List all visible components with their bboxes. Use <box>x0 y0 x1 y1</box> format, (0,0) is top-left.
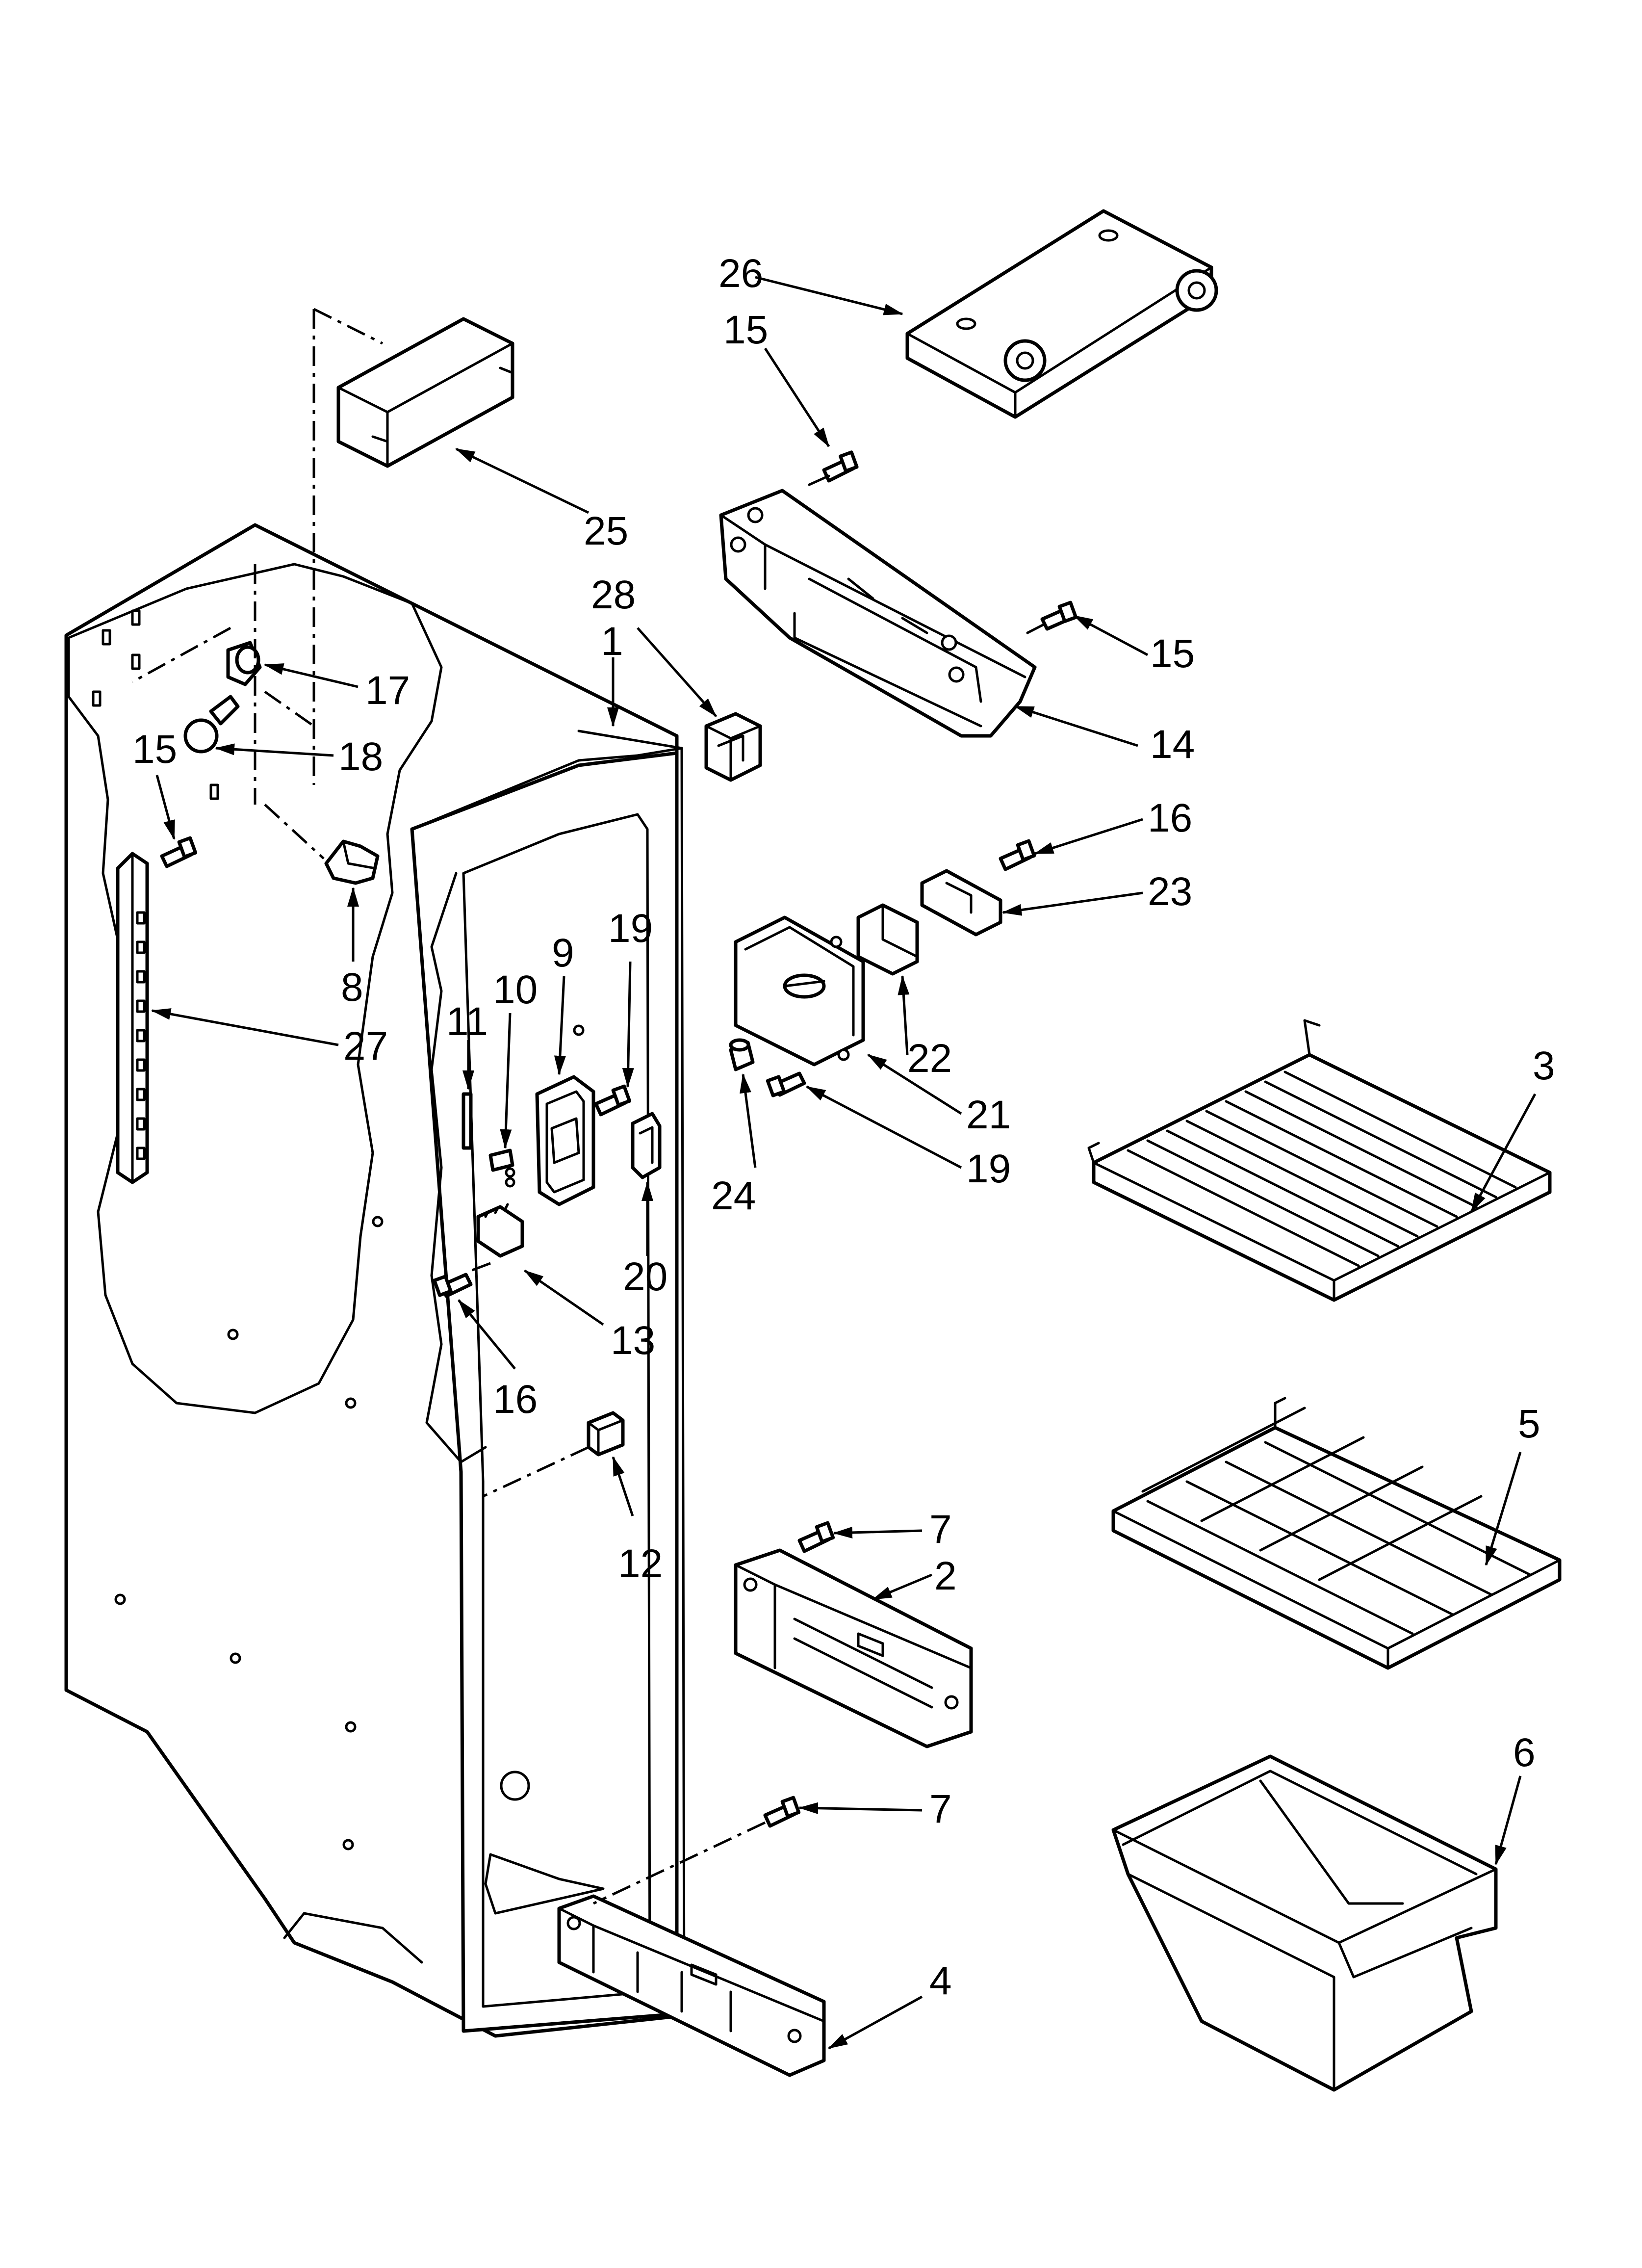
switch-part-12 <box>482 1411 625 1498</box>
part-20 <box>631 1112 662 1179</box>
callout-1: 1 <box>601 619 623 664</box>
callout-15-left: 15 <box>132 727 177 772</box>
light-socket-part-17 <box>131 626 315 728</box>
callout-3: 3 <box>1533 1043 1555 1088</box>
screw-part-15-right <box>1026 600 1078 634</box>
callout-labels: 26 15 25 28 1 15 14 16 23 17 18 15 8 27 … <box>132 251 1555 2003</box>
callout-7-lower: 7 <box>929 1787 952 1831</box>
knob-part-24 <box>729 1038 755 1071</box>
control-housing-part-21 <box>734 915 865 1067</box>
cabinet-liner <box>64 523 686 2038</box>
bracket-part-8 <box>254 564 380 885</box>
part-11 <box>462 1092 473 1150</box>
screw-part-19-left <box>594 1084 632 1117</box>
callout-16-left: 16 <box>493 1377 538 1422</box>
control-housing-part-14 <box>719 489 1037 738</box>
callout-21: 21 <box>966 1093 1011 1137</box>
screw-part-15-top <box>808 450 859 486</box>
shelf-part-3 <box>1087 1019 1552 1302</box>
callout-26: 26 <box>718 251 763 296</box>
control-panel-part-9 <box>535 1075 595 1206</box>
screw-part-7-lower <box>592 1796 801 1905</box>
bracket-part-22 <box>856 903 919 976</box>
light-bulb-part-18 <box>183 695 240 754</box>
callout-15-right: 15 <box>1150 631 1195 676</box>
screw-part-7-upper <box>797 1521 835 1553</box>
callout-18: 18 <box>338 734 383 779</box>
rail-part-4 <box>557 1894 826 2077</box>
callout-2: 2 <box>934 1554 957 1598</box>
callout-5: 5 <box>1518 1402 1540 1446</box>
callout-19-left: 19 <box>608 906 653 951</box>
callout-8: 8 <box>341 965 363 1010</box>
callout-9: 9 <box>552 931 574 975</box>
callout-7-upper: 7 <box>929 1507 952 1552</box>
screw-part-19-right <box>766 1071 806 1097</box>
callout-14: 14 <box>1150 722 1195 767</box>
callout-13: 13 <box>611 1318 655 1363</box>
screw-part-15-left <box>160 836 198 868</box>
shelf-part-5 <box>1111 1397 1562 1670</box>
callout-24: 24 <box>711 1173 756 1218</box>
callout-25: 25 <box>584 509 628 553</box>
callout-15-top: 15 <box>723 308 768 352</box>
callout-4: 4 <box>929 1958 952 2003</box>
part-10 <box>488 1148 515 1188</box>
callout-19-right: 19 <box>966 1147 1011 1191</box>
rail-part-2 <box>734 1548 973 1748</box>
callout-22: 22 <box>907 1036 952 1081</box>
screw-part-16-left <box>433 1273 473 1298</box>
hinge-cover-part-26 <box>905 209 1218 419</box>
callout-11: 11 <box>446 999 488 1044</box>
shelf-ladder-part-27 <box>116 852 149 1184</box>
leader-lines <box>151 276 1537 2050</box>
callout-6: 6 <box>1513 1730 1536 1775</box>
callout-16-right: 16 <box>1148 796 1192 840</box>
callout-20: 20 <box>623 1254 667 1299</box>
callout-12: 12 <box>618 1541 663 1586</box>
callout-23: 23 <box>1148 869 1192 914</box>
top-cover-part-25 <box>312 308 514 785</box>
callout-28: 28 <box>591 573 636 617</box>
callout-10: 10 <box>493 967 538 1012</box>
part-13 <box>470 1203 524 1272</box>
screw-part-16-right <box>999 839 1036 871</box>
clip-part-28 <box>704 712 762 782</box>
callout-27: 27 <box>343 1024 388 1069</box>
callout-17: 17 <box>365 668 410 713</box>
board-part-23 <box>920 869 1002 937</box>
crisper-bin-part-6 <box>1111 1754 1498 2092</box>
